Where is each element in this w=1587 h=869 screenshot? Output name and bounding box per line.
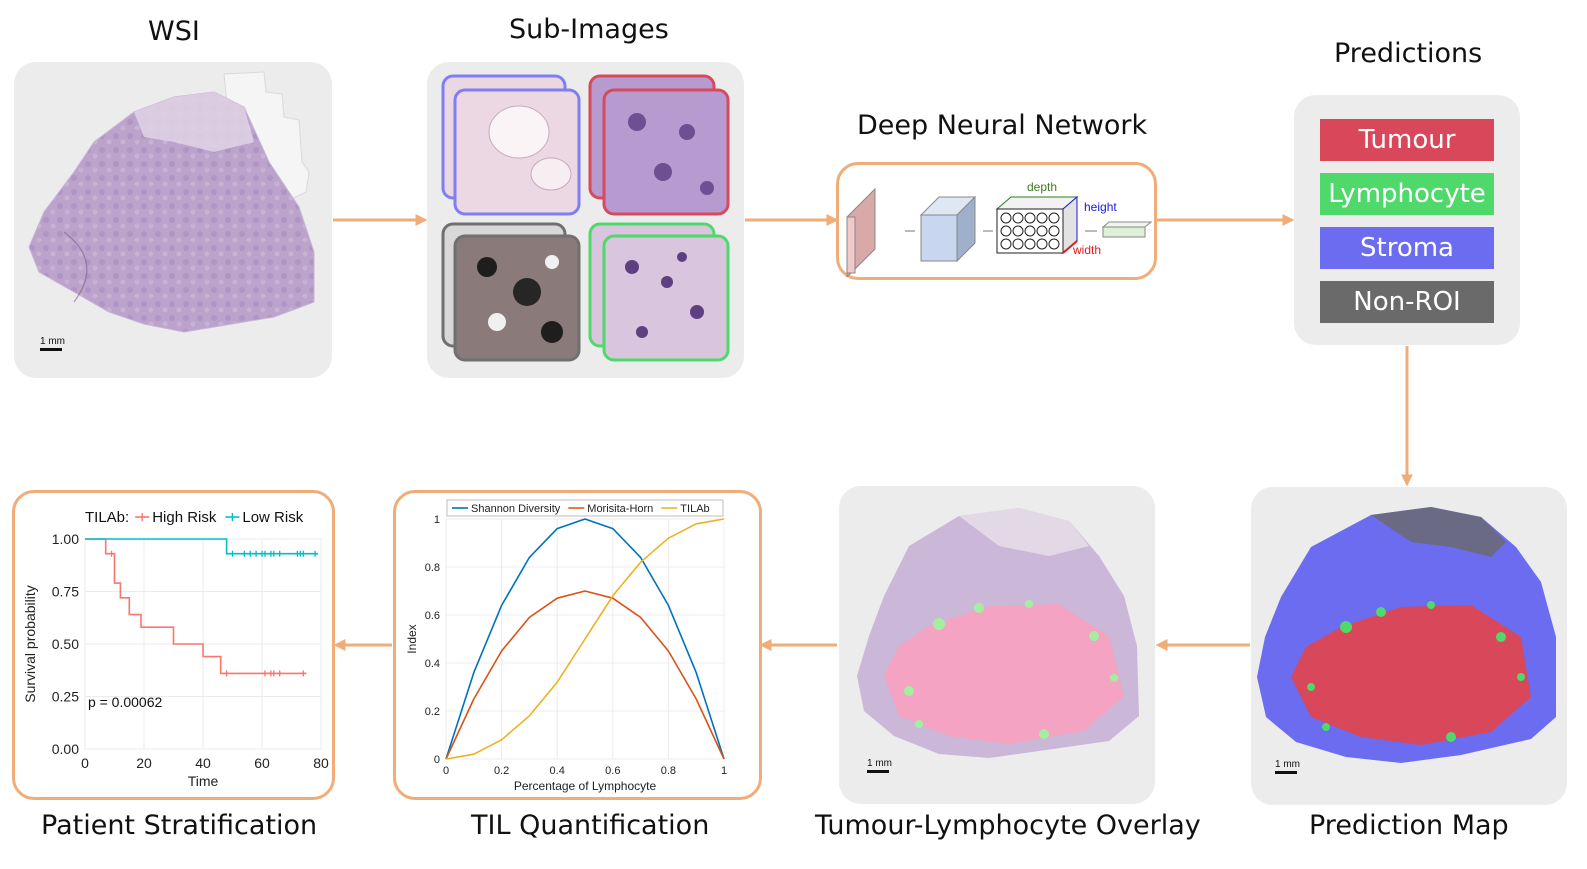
til-legend: Shannon Diversity Morisita-Horn TILAb	[446, 499, 724, 517]
til-legend-label: Shannon Diversity	[471, 503, 561, 515]
til-x-tick-label: 0	[443, 765, 449, 777]
km-x-tick-label: 40	[195, 755, 211, 771]
dnn-depth-label: depth	[1027, 180, 1057, 194]
km-x-axis-label: Time	[188, 773, 219, 789]
dnn-frame: depth height width	[836, 162, 1157, 280]
km-y-tick-label: 0.25	[52, 689, 79, 705]
prediction-map-image	[1257, 507, 1556, 763]
til-series-line	[445, 518, 725, 760]
dnn-height-label: height	[1084, 200, 1117, 214]
til-y-tick-label: 0.8	[425, 562, 440, 574]
dnn-width-label: width	[1072, 243, 1101, 257]
til-x-axis-label: Percentage of Lymphocyte	[514, 779, 657, 793]
km-legend-title: TILAb:	[85, 509, 129, 526]
overlay-scale-label: 1 mm	[867, 758, 892, 769]
prediction-map-panel: 1 mm	[1251, 487, 1567, 805]
til-y-axis-label: Index	[405, 624, 419, 653]
km-censor-mark	[312, 550, 319, 557]
til-x-tick-label: 0.2	[494, 765, 509, 777]
wsi-title: WSI	[148, 16, 200, 47]
km-legend-label: High Risk	[152, 509, 217, 526]
til-legend-label: TILAb	[680, 503, 709, 515]
til-y-tick-label: 0.6	[425, 610, 440, 622]
class-box-non-roi: Non-ROI	[1320, 281, 1494, 323]
til-y-tick-label: 1	[434, 514, 440, 526]
km-y-tick-label: 1.00	[52, 531, 79, 547]
km-censor-mark	[276, 670, 283, 677]
stratification-title: Patient Stratification	[41, 810, 318, 841]
km-x-tick-label: 80	[313, 755, 329, 771]
km-censor-mark	[300, 670, 307, 677]
til-series-line	[445, 518, 725, 760]
til-title: TIL Quantification	[471, 810, 710, 841]
til-x-tick-label: 0.6	[605, 765, 620, 777]
km-x-tick-label: 0	[81, 755, 89, 771]
til-legend-label: Morisita-Horn	[587, 503, 653, 515]
prediction-map-scale-bar: 1 mm	[1275, 759, 1300, 774]
km-censor-mark	[270, 550, 277, 557]
km-y-axis-label: Survival probability	[22, 585, 38, 703]
km-censor-mark	[261, 550, 268, 557]
km-legend-label: Low Risk	[242, 509, 303, 526]
dnn-volume-block	[995, 195, 1079, 255]
km-censor-mark	[270, 670, 277, 677]
km-y-tick-label: 0.50	[52, 636, 79, 652]
overlay-panel: 1 mm	[839, 486, 1155, 804]
km-censor-mark	[229, 550, 236, 557]
til-y-tick-label: 0.2	[425, 706, 440, 718]
km-censor-mark	[253, 550, 260, 557]
wsi-slide-image	[28, 71, 315, 333]
km-censor-mark	[241, 550, 248, 557]
wsi-panel: 1 mm	[14, 62, 332, 378]
prediction-map-title: Prediction Map	[1309, 810, 1509, 841]
til-x-tick-label: 1	[721, 765, 727, 777]
km-y-tick-label: 0.00	[52, 741, 79, 757]
sub-images-panel	[427, 62, 744, 378]
km-x-tick-label: 20	[136, 755, 152, 771]
til-legend-box	[446, 499, 724, 517]
km-censor-mark	[223, 670, 230, 677]
class-box-stroma: Stroma	[1320, 227, 1494, 269]
overlay-scale-bar: 1 mm	[867, 758, 892, 773]
km-censor-mark	[261, 670, 268, 677]
overlay-image	[857, 508, 1139, 758]
wsi-scale-label: 1 mm	[40, 336, 65, 347]
km-censor-mark	[108, 550, 115, 557]
class-box-tumour: Tumour	[1320, 119, 1494, 161]
prediction-map-scale-label: 1 mm	[1275, 759, 1300, 770]
km-p-value-annotation: p = 0.00062	[88, 694, 163, 710]
sub-images-tiles	[441, 74, 730, 362]
wsi-scale-bar: 1 mm	[40, 336, 65, 351]
til-series-line	[445, 590, 725, 760]
til-x-tick-label: 0.8	[661, 765, 676, 777]
km-y-tick-label: 0.75	[52, 584, 79, 600]
km-x-tick-label: 60	[254, 755, 270, 771]
km-censor-mark	[300, 550, 307, 557]
overlay-title: Tumour-Lymphocyte Overlay	[815, 810, 1201, 841]
dnn-diagram: depth height width	[846, 180, 1153, 279]
km-censor-mark	[247, 550, 254, 557]
km-legend: TILAb: High Risk Low Risk	[85, 509, 304, 526]
til-y-tick-label: 0.4	[425, 658, 440, 670]
dnn-title: Deep Neural Network	[857, 110, 1148, 141]
km-censor-mark	[276, 550, 283, 557]
sub-images-title: Sub-Images	[509, 14, 669, 45]
til-y-tick-label: 0	[434, 754, 440, 766]
class-box-lymphocyte: Lymphocyte	[1320, 173, 1494, 215]
til-x-tick-label: 0.4	[550, 765, 565, 777]
predictions-title: Predictions	[1334, 38, 1483, 69]
